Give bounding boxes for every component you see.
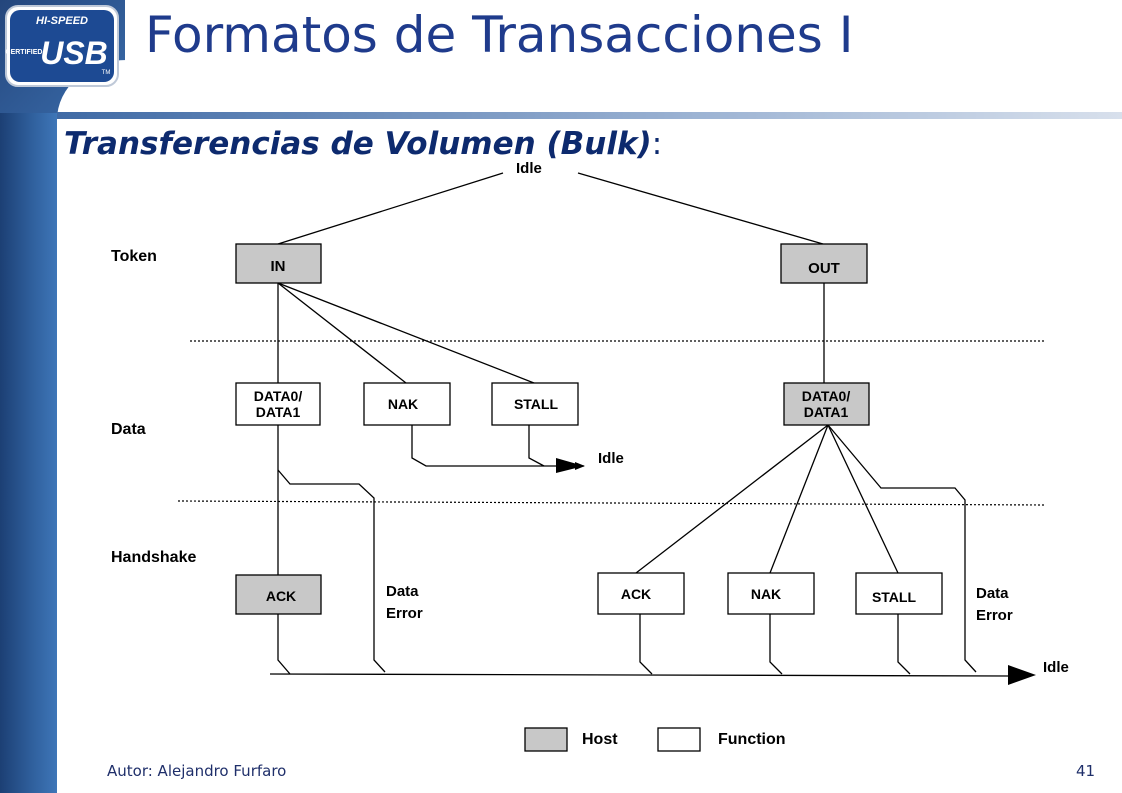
idle-label-top: Idle	[516, 160, 542, 177]
out-stall-label: STALL	[872, 589, 917, 605]
out-data-error-label-line1: Data	[976, 585, 1009, 602]
out-data-to-ack-line	[635, 424, 829, 574]
row-label-data: Data	[111, 421, 146, 438]
out-nak-label: NAK	[751, 586, 781, 602]
out-data-label-line2: DATA1	[804, 404, 849, 420]
in-data-label-line1: DATA0/	[254, 388, 303, 404]
row-label-handshake: Handshake	[111, 549, 196, 566]
in-token-label: IN	[271, 258, 286, 275]
footer-author: Autor: Alejandro Furfaro	[107, 762, 287, 780]
slide-title: Formatos de Transacciones I	[145, 6, 854, 64]
logo-usb-text: USB	[40, 35, 108, 71]
out-data-to-nak-line	[769, 424, 829, 574]
subtitle-text: Transferencias de Volumen (Bulk)	[64, 126, 652, 162]
in-data-label-line2: DATA1	[256, 404, 301, 420]
in-ack-label: ACK	[266, 588, 296, 604]
idle-to-out-line	[577, 172, 824, 245]
logo-certified-text: CERTIFIED	[6, 49, 43, 56]
in-data-error-label-line1: Data	[386, 583, 419, 600]
in-to-stall-line	[277, 282, 535, 384]
logo-tm-text: TM	[102, 70, 111, 76]
out-nak-to-bus-line	[769, 614, 783, 675]
in-stall-to-idle-line	[528, 425, 545, 467]
out-data-error-line	[827, 424, 977, 673]
idle-arrowhead-middle	[556, 458, 584, 473]
out-data-box: DATA0/ DATA1	[783, 382, 870, 426]
bottom-idle-bus-line	[269, 673, 1011, 677]
out-nak-box: NAK	[727, 572, 815, 615]
logo-hi-speed-text: HI-SPEED	[36, 15, 88, 27]
out-token-label: OUT	[808, 260, 840, 277]
legend-host-swatch	[524, 727, 568, 752]
out-data-error-label-line2: Error	[976, 607, 1013, 624]
idle-label-middle: Idle	[598, 450, 624, 467]
in-ack-box: ACK	[235, 574, 322, 615]
usb-certified-logo: HI-SPEED CERTIFIED USB TM	[5, 5, 119, 87]
row-label-token: Token	[111, 248, 157, 265]
out-data-label-line1: DATA0/	[802, 388, 851, 404]
out-token-box: OUT	[780, 243, 868, 284]
legend-function-label: Function	[718, 731, 786, 748]
footer-page-number: 41	[1076, 762, 1096, 780]
subtitle-colon: :	[651, 126, 663, 162]
in-ack-to-bus-line	[277, 614, 291, 675]
out-ack-to-bus-line	[639, 614, 653, 675]
slide-subtitle: Transferencias de Volumen (Bulk):	[64, 126, 662, 162]
out-ack-label: ACK	[621, 586, 651, 602]
out-ack-box: ACK	[597, 572, 685, 615]
data-handshake-separator	[177, 500, 1046, 506]
in-data-error-label-line2: Error	[386, 605, 423, 622]
out-stall-to-bus-line	[897, 614, 911, 675]
in-data-error-line	[277, 469, 386, 673]
out-data-to-stall-line	[827, 424, 899, 574]
in-data-box: DATA0/ DATA1	[235, 382, 321, 426]
title-rule	[57, 112, 1122, 119]
idle-label-bottom: Idle	[1043, 659, 1069, 676]
out-stall-box: STALL	[855, 572, 943, 615]
side-bar	[0, 0, 57, 793]
idle-arrowhead-bottom	[1008, 665, 1036, 685]
in-to-nak-line	[277, 282, 407, 384]
idle-to-in-line	[277, 172, 504, 245]
legend-host-label: Host	[582, 731, 618, 748]
in-token-box: IN	[235, 243, 322, 284]
in-stall-label: STALL	[514, 396, 559, 412]
in-nak-label: NAK	[388, 396, 418, 412]
in-nak-to-idle-line	[411, 425, 585, 470]
in-stall-box: STALL	[491, 382, 579, 426]
in-nak-box: NAK	[363, 382, 451, 426]
legend-function-swatch	[657, 727, 701, 752]
